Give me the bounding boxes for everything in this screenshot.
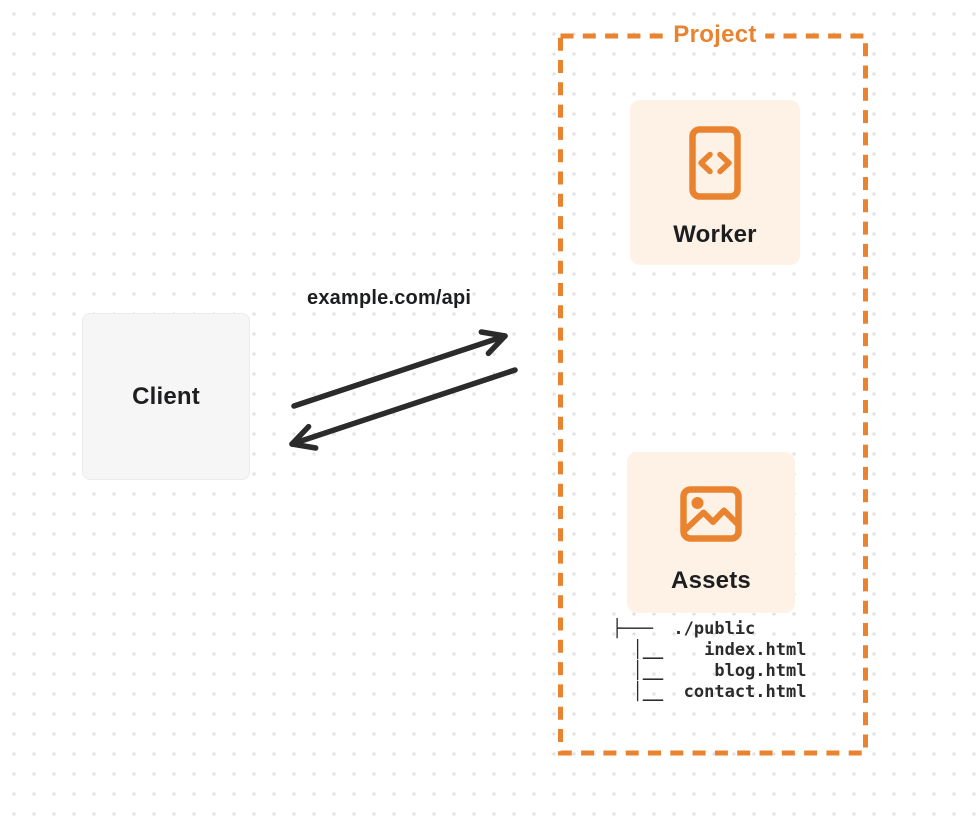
code-document-icon <box>689 126 741 200</box>
project-label: Project <box>664 21 766 49</box>
request-arrow <box>291 329 508 409</box>
image-icon <box>680 486 742 542</box>
response-arrow <box>289 367 518 451</box>
assets-node: Assets <box>627 452 795 613</box>
assets-file-tree: ├─── ./public │__ index.html │__ blog.ht… <box>612 619 807 702</box>
assets-label: Assets <box>671 567 751 594</box>
client-label: Client <box>132 382 200 410</box>
worker-node: Worker <box>630 100 800 265</box>
worker-label: Worker <box>673 221 757 248</box>
request-url-label: example.com/api <box>307 287 472 309</box>
client-node: Client <box>82 313 250 480</box>
